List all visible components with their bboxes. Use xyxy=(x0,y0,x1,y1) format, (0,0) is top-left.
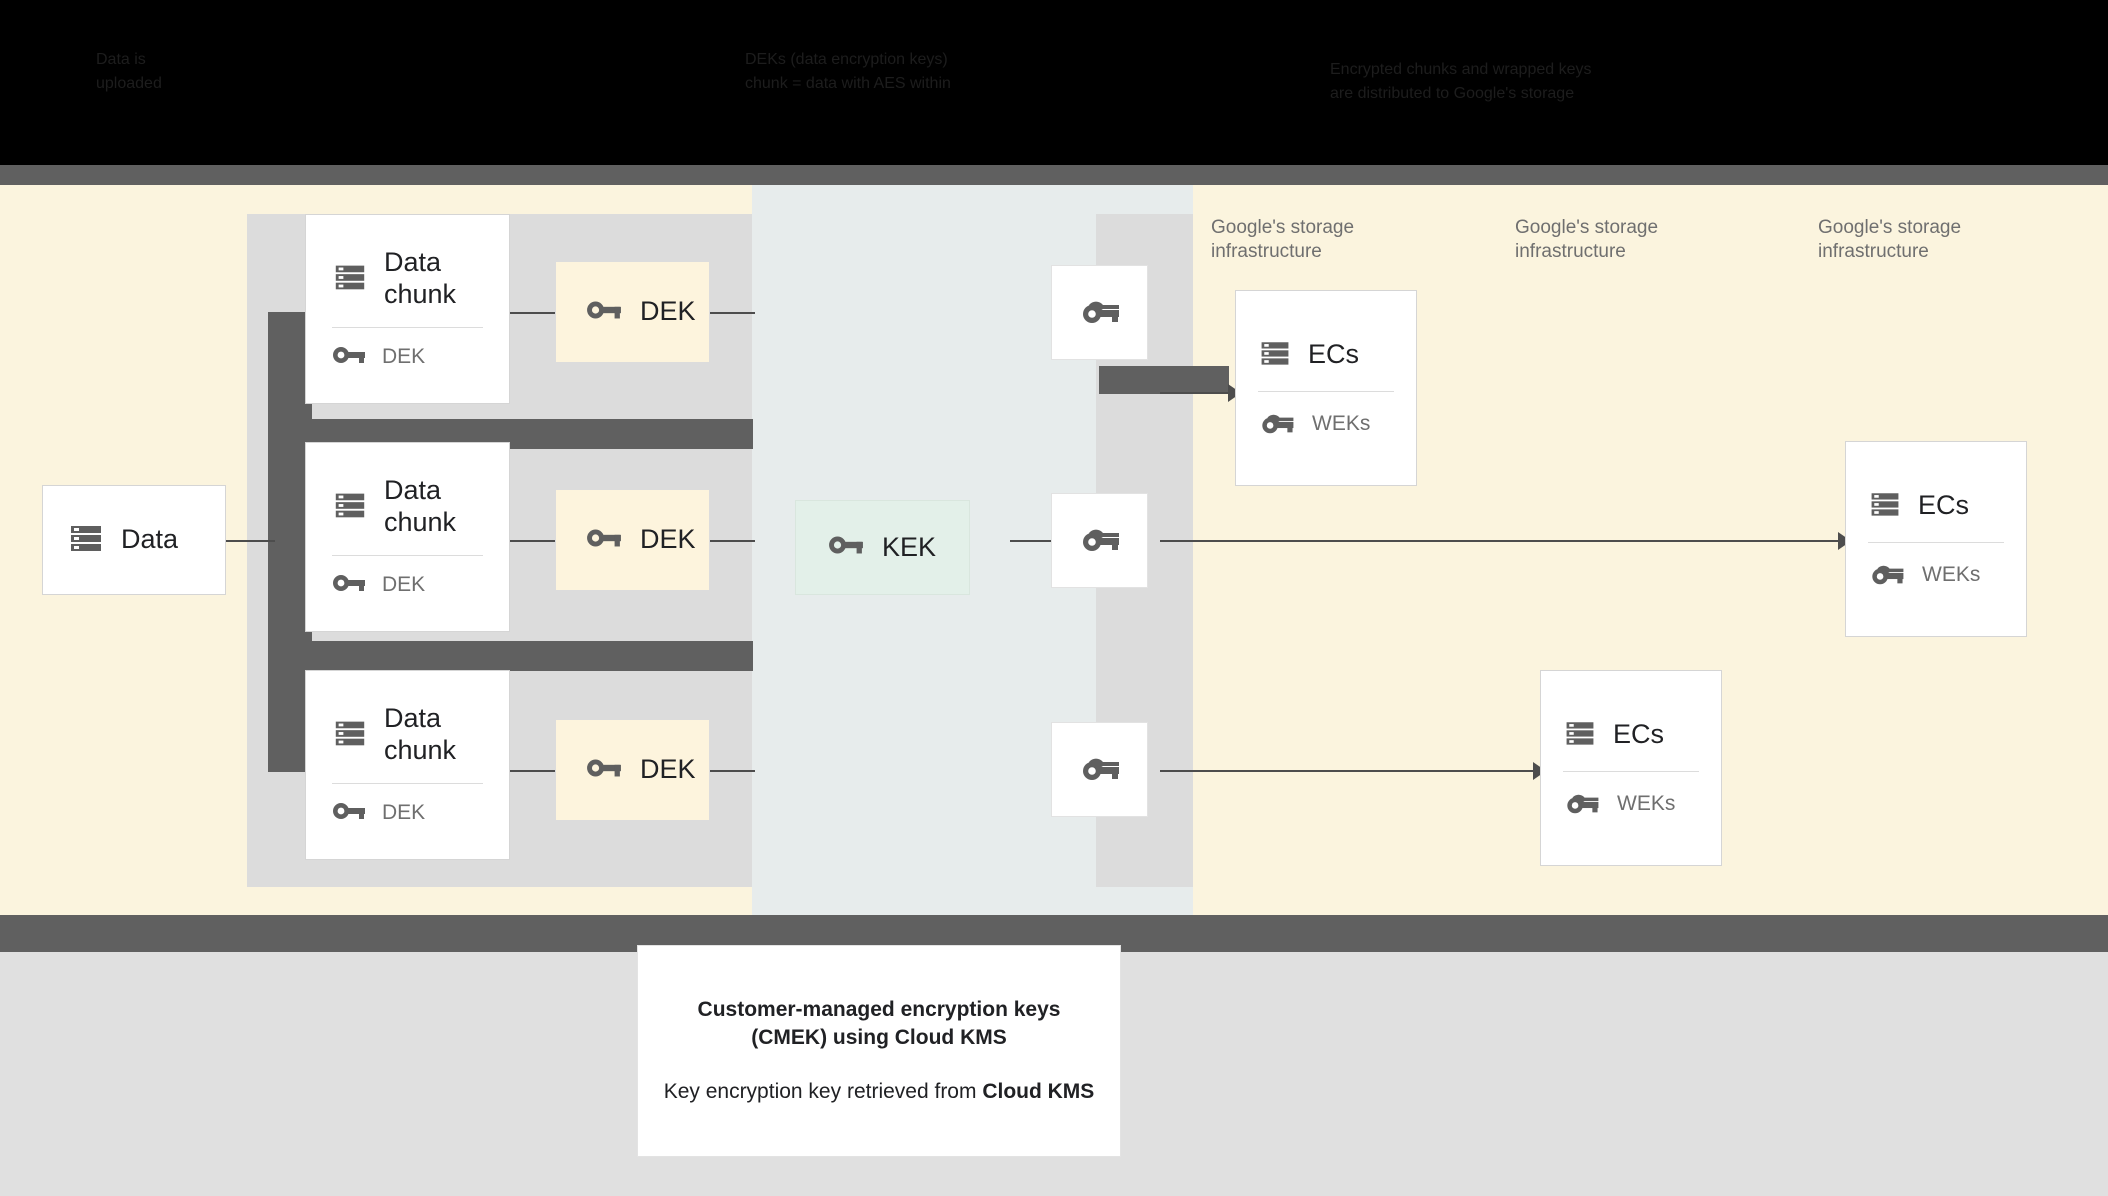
caption-subtitle-strong: Cloud KMS xyxy=(982,1079,1095,1103)
dek-card-3[interactable]: DEK xyxy=(556,720,709,820)
wrapped-key-icon xyxy=(1078,294,1122,331)
ecs-card-key-label: WEKs xyxy=(1312,412,1371,435)
wrapped-key-card-3[interactable] xyxy=(1051,722,1148,817)
key-icon xyxy=(586,526,622,555)
storage-infrastructure-label-1: Google's storage infrastructure xyxy=(1211,217,1355,262)
data-chunk-card-3[interactable]: Data chunk DEK xyxy=(305,670,510,860)
connector-chunk2-dek2 xyxy=(510,540,555,542)
data-card[interactable]: Data xyxy=(42,485,226,595)
data-chunk-title: Data chunk xyxy=(384,475,457,537)
header-rule-band xyxy=(0,165,2108,185)
trunk-vertical xyxy=(268,312,312,772)
card-divider xyxy=(332,326,483,328)
data-stack-icon xyxy=(1258,336,1292,375)
arrow-line-to-ecs-3 xyxy=(1160,770,1535,772)
dek-card-label: DEK xyxy=(640,296,696,327)
key-icon xyxy=(586,298,622,327)
data-chunk-key-label: DEK xyxy=(382,801,426,825)
wrapped-key-icon xyxy=(1563,788,1601,821)
key-icon xyxy=(828,533,864,562)
dek-card-label: DEK xyxy=(640,524,696,555)
wrapped-key-card-1[interactable] xyxy=(1051,265,1148,360)
connector-dek2-out xyxy=(710,540,755,542)
wrapped-key-card-2[interactable] xyxy=(1051,493,1148,588)
caption-card: Customer-managed encryption keys (CMEK) … xyxy=(637,945,1121,1157)
data-stack-icon xyxy=(67,519,105,562)
connector-data-to-trunk xyxy=(225,540,275,542)
ecs-card-key-label: WEKs xyxy=(1617,792,1676,815)
data-chunk-title: Data chunk xyxy=(384,703,457,765)
card-divider xyxy=(332,554,483,556)
wrapped-key-icon xyxy=(1078,522,1122,559)
header-column-2-text: DEKs (data encryption keys) chunk = data… xyxy=(745,51,951,92)
header-band xyxy=(0,0,2108,165)
connector-dek1-out xyxy=(710,312,755,314)
header-column-1-text: Data is uploaded xyxy=(96,51,162,92)
data-chunk-card-2[interactable]: Data chunk DEK xyxy=(305,442,510,632)
data-stack-icon xyxy=(332,487,368,528)
connector-dek3-out xyxy=(710,770,755,772)
card-divider xyxy=(332,782,483,784)
key-icon xyxy=(332,800,366,827)
ecs-card-title: ECs xyxy=(1308,339,1360,370)
storage-infrastructure-label-3: Google's storage infrastructure xyxy=(1818,217,1962,262)
ecs-card-2[interactable]: ECs WEKs xyxy=(1845,441,2027,637)
arrow-line-to-ecs-1 xyxy=(1160,392,1230,394)
ecs-card-key-label: WEKs xyxy=(1922,563,1981,586)
data-chunk-key-label: DEK xyxy=(382,345,426,369)
data-stack-icon xyxy=(1868,487,1902,526)
wrapped-key-icon xyxy=(1078,751,1122,788)
key-icon xyxy=(332,344,366,371)
ecs-card-3[interactable]: ECs WEKs xyxy=(1540,670,1722,866)
data-chunk-key-label: DEK xyxy=(382,573,426,597)
dek-card-label: DEK xyxy=(640,754,696,785)
arrow-line-to-ecs-2 xyxy=(1160,540,1840,542)
kek-card-label: KEK xyxy=(882,531,937,562)
caption-subtitle: Key encryption key retrieved from Cloud … xyxy=(664,1078,1095,1106)
data-stack-icon xyxy=(332,259,368,300)
card-divider xyxy=(1563,770,1699,772)
dek-card-2[interactable]: DEK xyxy=(556,490,709,590)
data-chunk-title: Data chunk xyxy=(384,247,457,309)
ecs-card-title: ECs xyxy=(1918,490,1970,521)
card-divider xyxy=(1258,390,1394,392)
trunk-branch-mid xyxy=(268,641,753,671)
connector-chunk1-dek1 xyxy=(510,312,555,314)
wrapped-key-icon xyxy=(1258,408,1296,441)
wrapped-key-bar-top xyxy=(1099,366,1229,394)
data-card-label: Data xyxy=(121,524,179,555)
header-column-3-text: Encrypted chunks and wrapped keys are di… xyxy=(1330,61,1592,102)
key-icon xyxy=(332,572,366,599)
dek-card-1[interactable]: DEK xyxy=(556,262,709,362)
kek-card[interactable]: KEK xyxy=(795,500,970,595)
caption-subtitle-prefix: Key encryption key retrieved from xyxy=(663,1079,983,1103)
storage-infrastructure-label-2: Google's storage infrastructure xyxy=(1515,217,1659,262)
wrapped-key-icon xyxy=(1868,559,1906,592)
ecs-card-title: ECs xyxy=(1613,719,1665,750)
data-stack-icon xyxy=(332,715,368,756)
ecs-card-1[interactable]: ECs WEKs xyxy=(1235,290,1417,486)
data-chunk-card-1[interactable]: Data chunk DEK xyxy=(305,214,510,404)
caption-title: Customer-managed encryption keys (CMEK) … xyxy=(697,998,1061,1050)
card-divider xyxy=(1868,541,2004,543)
connector-chunk3-dek3 xyxy=(510,770,555,772)
data-stack-icon xyxy=(1563,716,1597,755)
connector-kek-to-wrapped xyxy=(1010,540,1055,542)
key-icon xyxy=(586,756,622,785)
